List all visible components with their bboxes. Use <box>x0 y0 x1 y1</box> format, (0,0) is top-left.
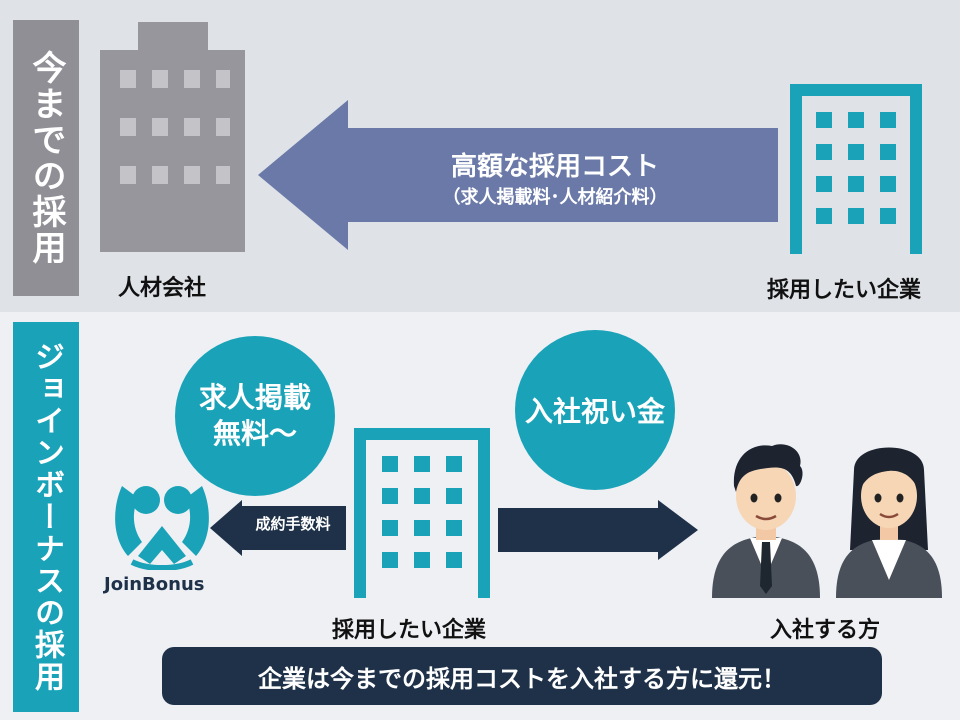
joinbonus-logo-text: JoinBonus <box>104 574 205 595</box>
joinbonus-logo-icon <box>115 486 209 570</box>
joinbonus-method-label: ジョインボーナスの採用 <box>13 322 79 712</box>
new-hire-man-icon <box>712 444 820 598</box>
old-company-label: 採用したい企業 <box>767 278 922 303</box>
cost-arrow-subtitle: （求人掲載料･人材紹介料） <box>442 187 668 208</box>
fee-arrow <box>210 500 346 556</box>
joinbonus-company-building-icon <box>354 428 490 598</box>
cost-arrow <box>258 100 778 250</box>
cost-arrow-title: 高額な採用コスト <box>450 152 659 182</box>
free-listing-circle: 求人掲載 無料〜 <box>175 336 335 496</box>
agency-label: 人材会社 <box>118 276 207 301</box>
new-hires-label: 入社する方 <box>770 618 881 643</box>
summary-banner: 企業は今までの採用コストを入社する方に還元！ <box>162 647 882 705</box>
fee-label: 成約手数料 <box>255 515 331 533</box>
new-hire-woman-icon <box>836 447 942 598</box>
company-building-icon <box>790 84 922 254</box>
agency-building-icon <box>100 22 245 252</box>
bonus-arrow <box>498 500 698 560</box>
bonus-circle: 入社祝い金 <box>515 330 675 490</box>
old-method-label: 今までの採用 <box>13 20 79 296</box>
new-company-label: 採用したい企業 <box>332 618 487 643</box>
